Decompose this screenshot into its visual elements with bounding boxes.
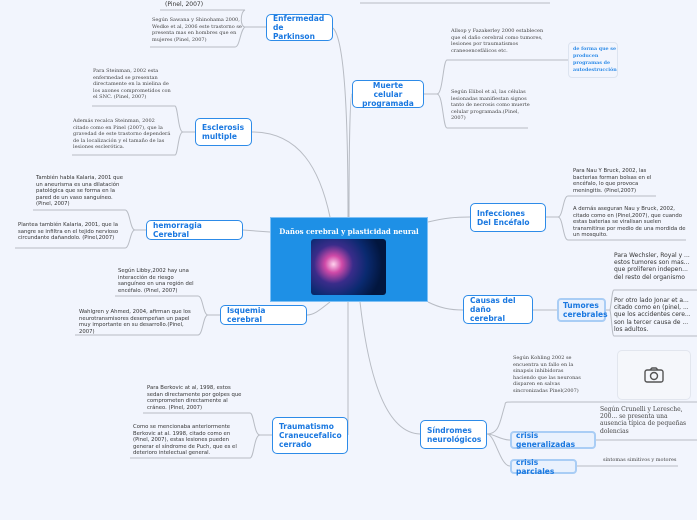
note: Allsop y Fazakerley 2000 establecen que … [451,28,544,54]
central-topic[interactable]: Daños cerebral y plasticidad neural [270,217,428,302]
note: Según Libby,2002 hay una interacción de … [118,268,194,294]
node-parkinson[interactable]: Enfermedad de Parkinson [266,14,333,41]
note: Para Steinman, 2002 esta enfermedad se p… [93,68,171,101]
node-esclerosis[interactable]: Esclerosis multiple [195,118,252,146]
sub-crisis-generalizadas[interactable]: crisis generalizadas [510,431,596,449]
note: (Pinel, 2007) [165,1,204,8]
node-sindromes[interactable]: Síndromes neurológicos [420,420,487,449]
node-infecciones[interactable]: Infecciones Del Encéfalo [470,203,546,232]
note: Plantea también Kalaria, 2001, que la sa… [18,222,119,242]
image-placeholder[interactable] [617,350,691,400]
note: Por otro lado Jonar et a... citado como … [614,297,691,333]
note: Según Elibol et al, las células lesionad… [451,89,530,122]
note: A demás aseguran Nau y Bruck, 2002, cita… [573,206,686,239]
note: Wahlgren y Ahmed, 2004, afirman que los … [79,309,191,335]
note: Según Crunelli y Leresche, 200... se pre… [600,406,687,435]
node-hemorragia[interactable]: hemorragia Cerebral [146,220,243,240]
note: Para Berkovic at al, 1998, estos sedan d… [147,385,242,411]
brain-image [311,239,386,295]
node-causas[interactable]: Causas del daño cerebral [463,295,533,324]
sub-crisis-parciales[interactable]: crisis parciales [510,458,577,476]
node-isquemia[interactable]: Isquemia cerebral [220,305,307,325]
note: Para Wechsler, Royal y ... estos tumores… [614,252,690,281]
node-muerte-celular[interactable]: Muerte celular programada [352,80,424,108]
note: También habla Kalaria, 2001 que un aneur… [36,175,124,208]
sub-autodestruccion[interactable]: de forma que se producen programas de au… [568,42,618,78]
note: Para Nau Y Bruck, 2002, las bacterias fo… [573,168,652,194]
camera-icon [644,367,664,383]
note: Según Kohling 2002 se encuentra un fallo… [513,355,581,394]
central-title: Daños cerebral y plasticidad neural [279,227,419,236]
note: síntomas simitivos y motores [603,457,677,463]
note: Según Sawana y Shinohama 2000, Wedke et … [152,17,242,43]
node-traumatismo[interactable]: Traumatismo Craneucefalico cerrado [272,417,348,454]
note: Además recalca Steinman, 2002 citado com… [73,118,171,151]
note: Como se mencionaba anteriormente Berkovi… [133,424,237,457]
sub-tumores[interactable]: Tumores cerebrales [557,298,608,322]
